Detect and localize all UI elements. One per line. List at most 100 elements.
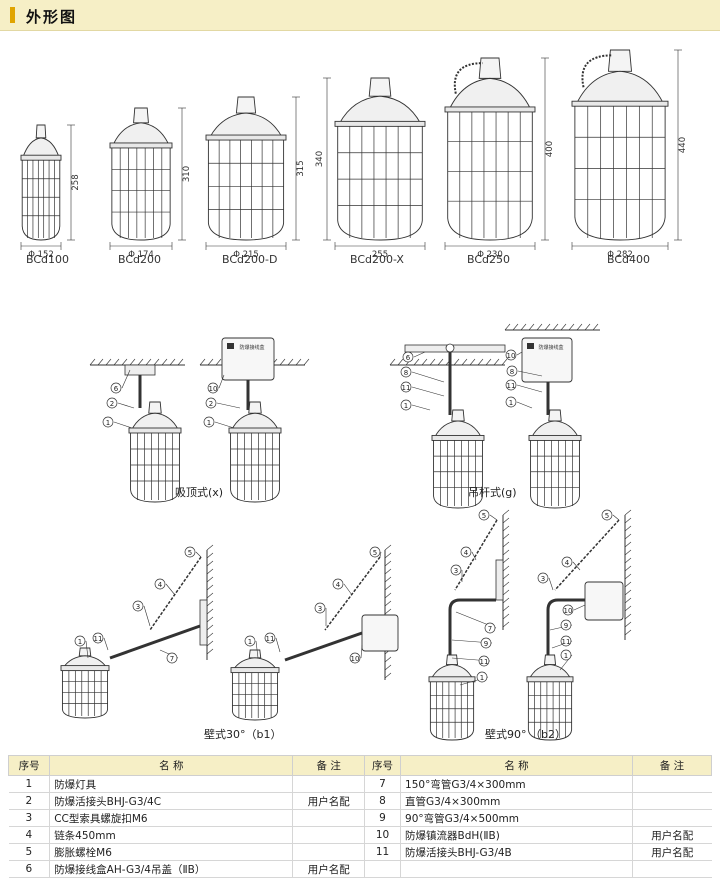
callout-circle <box>561 556 573 568</box>
callout-leader <box>516 351 523 356</box>
cell-no <box>363 860 401 878</box>
callout-leader <box>516 401 533 409</box>
callout-circle <box>450 564 462 576</box>
cell-note <box>292 809 365 827</box>
lamp-shade <box>112 122 170 146</box>
ceiling-hatch <box>461 358 468 366</box>
wall-arm-4 <box>546 598 585 660</box>
lamp-ring <box>60 665 110 672</box>
lamp-chain <box>581 54 613 88</box>
wall-hatch <box>384 552 392 559</box>
col-header-note-2: 备 注 <box>631 755 713 776</box>
ceiling-hatch <box>303 358 310 366</box>
lamp-ring <box>20 154 62 161</box>
lamp-cap <box>248 401 262 414</box>
width-dim-label: Φ 282 <box>607 250 633 260</box>
caption-wall90: 壁式90° （b2） <box>485 728 566 741</box>
ceiling-hatch <box>145 358 152 366</box>
wall-hatch <box>502 573 510 580</box>
junction-box-body <box>584 581 624 621</box>
lamp-shade <box>433 420 483 438</box>
callout-number: 2 <box>209 400 213 408</box>
wall-b2-2 <box>624 509 632 640</box>
wall-hatch <box>206 608 214 615</box>
ceiling-hatch <box>469 358 476 366</box>
callout-number: 11 <box>94 635 103 643</box>
callout-number: 4 <box>565 559 570 567</box>
lamp-cap <box>133 107 149 124</box>
lamp-cage-outline <box>231 672 279 721</box>
lamp-name-1: BCd100 <box>26 253 70 266</box>
lamp-name-2: BCd200 <box>118 253 162 266</box>
ceiling-cap-plate <box>124 364 156 376</box>
callout-leader <box>214 421 235 429</box>
lamp-shade <box>230 412 280 431</box>
cell-name <box>400 860 633 878</box>
wall-hatch <box>624 565 632 572</box>
ceiling-hatch <box>536 323 543 331</box>
cell-note: 用户名配 <box>631 843 712 861</box>
lamp-shade <box>430 664 474 680</box>
wall30-junction-box <box>361 614 399 652</box>
wall30-lamp-2 <box>230 649 280 721</box>
cell-note: 用户名配 <box>292 792 365 810</box>
wall-hatch <box>206 560 214 567</box>
lamp-ring <box>444 106 536 113</box>
callout-number: 1 <box>480 674 484 682</box>
ceiling-hatch <box>397 358 404 366</box>
ceiling-hatch <box>512 323 519 331</box>
callout-leader <box>165 583 176 596</box>
callout-circle <box>478 655 490 667</box>
lamp-cap <box>35 124 47 139</box>
wall-hatch <box>206 552 214 559</box>
ceiling-hatch <box>207 358 214 366</box>
wall-hatch <box>384 656 392 663</box>
callout-leader <box>573 604 586 611</box>
lamp-cap <box>78 647 92 657</box>
cell-note <box>292 775 365 793</box>
callout-number: 11 <box>266 635 275 643</box>
callout-leader <box>103 637 109 651</box>
cell-no: 6 <box>8 860 50 878</box>
lamp-cap <box>148 401 162 414</box>
callout-circle <box>476 671 488 683</box>
wall-hatch <box>624 597 632 604</box>
lamp-name-6: BCd400 <box>607 253 651 266</box>
lamp-cap <box>607 49 633 72</box>
pendant-bracket <box>404 344 506 353</box>
junction-box-mark <box>227 343 234 349</box>
callout-number: 1 <box>248 638 252 646</box>
wall-hatch <box>206 584 214 591</box>
wall-hatch <box>502 581 510 588</box>
ceiling-hatch <box>568 323 575 331</box>
lamp-cage-outline <box>21 160 61 241</box>
callout-leader <box>195 551 202 558</box>
callout-leader <box>343 583 353 596</box>
col-header-note: 备 注 <box>292 755 365 776</box>
wall-hatch <box>384 600 392 607</box>
callout-number: 8 <box>404 369 408 377</box>
ceiling-hatch <box>592 323 599 331</box>
callout-number: 4 <box>464 549 469 557</box>
ceiling-hatch <box>279 358 286 366</box>
lamp-cage-outline <box>527 681 573 741</box>
callout-number: 1 <box>207 419 211 427</box>
callout-circle <box>484 622 496 634</box>
cell-note <box>631 860 712 878</box>
callout-circle <box>506 365 518 377</box>
lamp-shade <box>528 664 572 680</box>
callout-circle <box>601 509 613 521</box>
width-dim-label: Φ 174 <box>128 250 154 260</box>
cell-name: 防爆活接头BHJ-G3/4C <box>49 792 293 810</box>
ceiling-lamp-2 <box>228 401 282 503</box>
wall-hatch <box>624 613 632 620</box>
ceiling-hatch <box>493 358 500 366</box>
callout-leader <box>216 402 241 409</box>
callout-leader <box>113 421 133 429</box>
wall-chain-3 <box>454 519 498 591</box>
caption-ceiling: 吸顶式(x) <box>175 486 224 499</box>
lamp-shade <box>62 655 108 669</box>
lamp-cap <box>445 654 459 665</box>
